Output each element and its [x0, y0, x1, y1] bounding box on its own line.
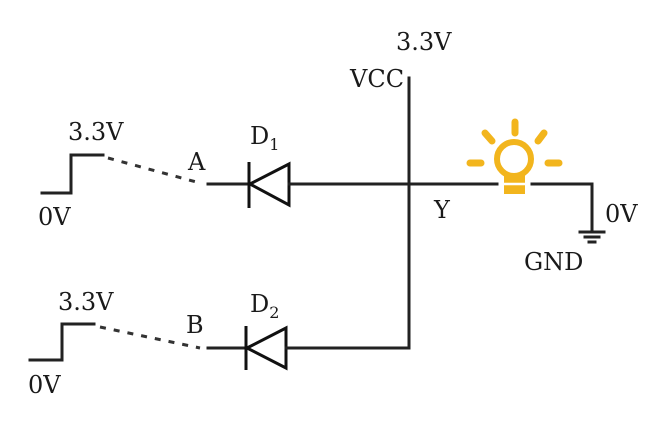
input-b-dashed-link	[99, 325, 201, 350]
light-bulb-icon	[466, 118, 563, 194]
diode-d1-label: D1	[250, 122, 279, 154]
diode-d2-body	[243, 325, 288, 371]
ground-label: GND	[524, 248, 583, 276]
input-a-dashed-link	[107, 156, 201, 185]
output-voltage-label: 0V	[605, 200, 638, 228]
input-b-high-label: 3.3V	[58, 288, 114, 316]
vcc-label: VCC	[349, 65, 404, 93]
output-y-label: Y	[433, 196, 451, 224]
diode-icon	[246, 161, 291, 208]
ground-icon	[578, 230, 606, 244]
input-b-label: B	[186, 311, 204, 339]
input-b-step-waveform	[28, 322, 96, 362]
input-b-low-label: 0V	[28, 371, 61, 399]
diode-d1-body	[246, 161, 291, 208]
input-a-low-label: 0V	[38, 203, 71, 231]
input-a-high-label: 3.3V	[68, 118, 124, 146]
supply-voltage-label: 3.3V	[396, 28, 452, 56]
diode-d2-label: D2	[250, 290, 279, 322]
diode-icon	[243, 325, 288, 371]
input-a-step-waveform	[40, 153, 105, 195]
input-a-label: A	[187, 148, 206, 176]
